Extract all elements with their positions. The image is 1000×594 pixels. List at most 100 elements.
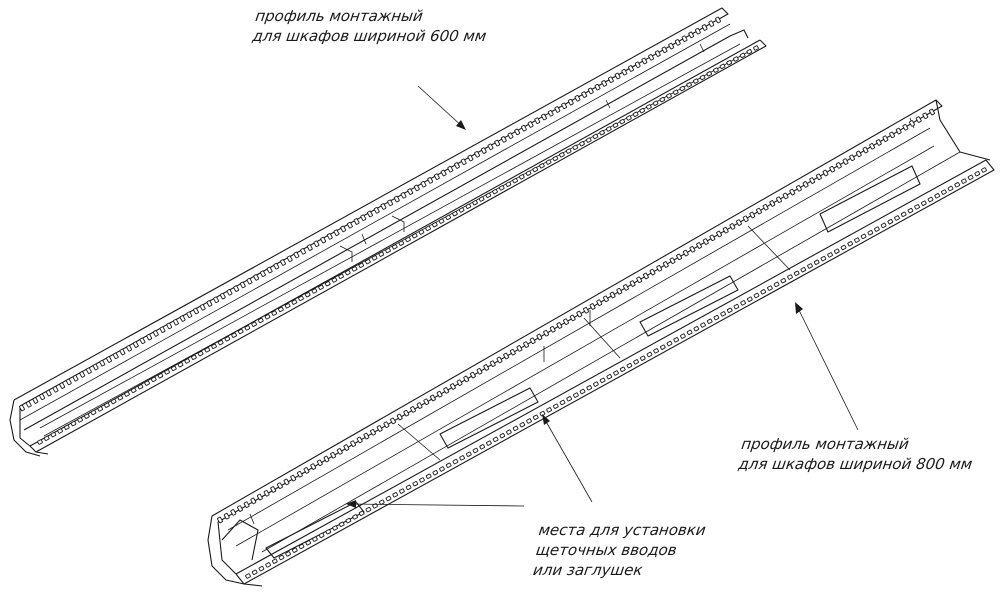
- mounting-hole: [478, 196, 485, 202]
- mounting-hole: [842, 158, 849, 165]
- mounting-hole: [485, 192, 492, 198]
- mounting-hole: [726, 60, 733, 66]
- mounting-hole: [626, 362, 633, 369]
- mounting-hole: [90, 409, 97, 416]
- mounting-hole: [170, 365, 177, 372]
- mounting-hole: [713, 314, 720, 321]
- mounting-hole: [641, 57, 648, 65]
- mounting-hole: [326, 233, 333, 240]
- mounting-hole: [862, 146, 869, 154]
- mounting-hole: [486, 440, 492, 446]
- mounting-hole: [199, 304, 206, 311]
- mounting-hole: [889, 131, 896, 139]
- mounting-hole: [476, 368, 483, 375]
- mounting-hole: [150, 376, 157, 383]
- mounting-hole: [616, 287, 623, 295]
- mounting-hole: [496, 356, 503, 364]
- leader-600: [417, 85, 465, 129]
- mounting-hole: [516, 345, 523, 352]
- mounting-hole: [338, 521, 345, 527]
- mounting-hole: [184, 358, 191, 364]
- mounting-hole: [445, 214, 452, 221]
- mounting-hole: [722, 226, 729, 234]
- mounting-hole: [854, 237, 860, 243]
- mounting-hole: [587, 87, 594, 95]
- mounting-hole: [85, 367, 92, 374]
- mounting-hole: [749, 211, 756, 219]
- mounting-hole: [177, 362, 184, 368]
- mounting-hole: [519, 422, 526, 428]
- mounting-hole: [554, 106, 561, 113]
- mounting-hole: [613, 370, 619, 376]
- mounting-hole: [303, 467, 310, 474]
- mounting-hole: [549, 326, 556, 333]
- mounting-hole: [498, 185, 505, 191]
- mounting-hole: [572, 144, 579, 151]
- arrowhead-800: [795, 302, 803, 314]
- mounting-hole: [144, 380, 150, 386]
- mounting-hole: [365, 506, 372, 513]
- mounting-hole: [313, 240, 320, 248]
- mounting-hole: [668, 42, 675, 50]
- mounting-hole: [383, 421, 390, 428]
- mounting-hole: [546, 407, 552, 413]
- mounting-hole: [458, 207, 465, 213]
- mounting-hole: [769, 200, 776, 207]
- mounting-hole: [648, 54, 655, 61]
- mounting-hole: [400, 192, 407, 199]
- mounting-hole: [855, 150, 862, 158]
- mounting-hole: [653, 348, 659, 354]
- mounting-hole: [887, 219, 894, 225]
- mounting-hole: [543, 329, 550, 337]
- mounting-hole: [126, 345, 133, 352]
- mounting-hole: [320, 236, 327, 244]
- label-profile-800-line2: для шкафов шириной 800 мм: [737, 455, 974, 473]
- mounting-hole: [518, 174, 525, 180]
- mounting-hole: [552, 155, 559, 162]
- mounting-hole: [237, 328, 244, 335]
- mounting-hole: [298, 295, 304, 302]
- mounting-hole: [573, 392, 579, 398]
- mounting-hole: [465, 203, 472, 209]
- mounting-hole: [159, 326, 166, 333]
- mounting-hole: [219, 292, 226, 300]
- mounting-hole: [454, 162, 460, 169]
- mounting-hole: [480, 147, 487, 154]
- mounting-hole: [253, 274, 260, 281]
- mounting-hole: [628, 65, 634, 72]
- mounting-hole: [579, 388, 586, 395]
- hole-row-800-front: [245, 167, 987, 579]
- mounting-hole: [563, 318, 569, 325]
- mounting-hole: [692, 78, 699, 84]
- mounting-hole: [629, 280, 636, 287]
- mounting-hole: [237, 505, 243, 512]
- mounting-hole: [427, 177, 434, 184]
- mounting-hole: [632, 111, 639, 117]
- mounting-hole: [581, 91, 588, 98]
- mounting-hole: [576, 310, 583, 318]
- mounting-hole: [211, 343, 217, 349]
- mounting-hole: [934, 193, 941, 199]
- mounting-hole: [439, 466, 445, 472]
- mounting-hole: [460, 158, 467, 166]
- mounting-hole: [835, 162, 842, 169]
- mounting-hole: [403, 409, 410, 417]
- mounting-hole: [52, 386, 59, 393]
- mounting-hole: [256, 493, 263, 501]
- mounting-hole: [840, 244, 847, 251]
- mounting-hole: [829, 165, 836, 173]
- mounting-hole: [432, 470, 439, 476]
- mounting-hole: [416, 402, 423, 409]
- mounting-hole: [285, 551, 291, 557]
- mounting-hole: [539, 163, 545, 169]
- mounting-hole: [19, 404, 25, 412]
- mounting-hole: [152, 330, 159, 337]
- mounting-hole: [701, 24, 708, 31]
- mounting-hole: [271, 558, 278, 564]
- mounting-hole: [43, 435, 50, 441]
- mounting-hole: [378, 499, 385, 505]
- mounting-hole: [561, 102, 568, 110]
- mounting-profile-600: [9, 7, 767, 457]
- mounting-hole: [164, 369, 170, 375]
